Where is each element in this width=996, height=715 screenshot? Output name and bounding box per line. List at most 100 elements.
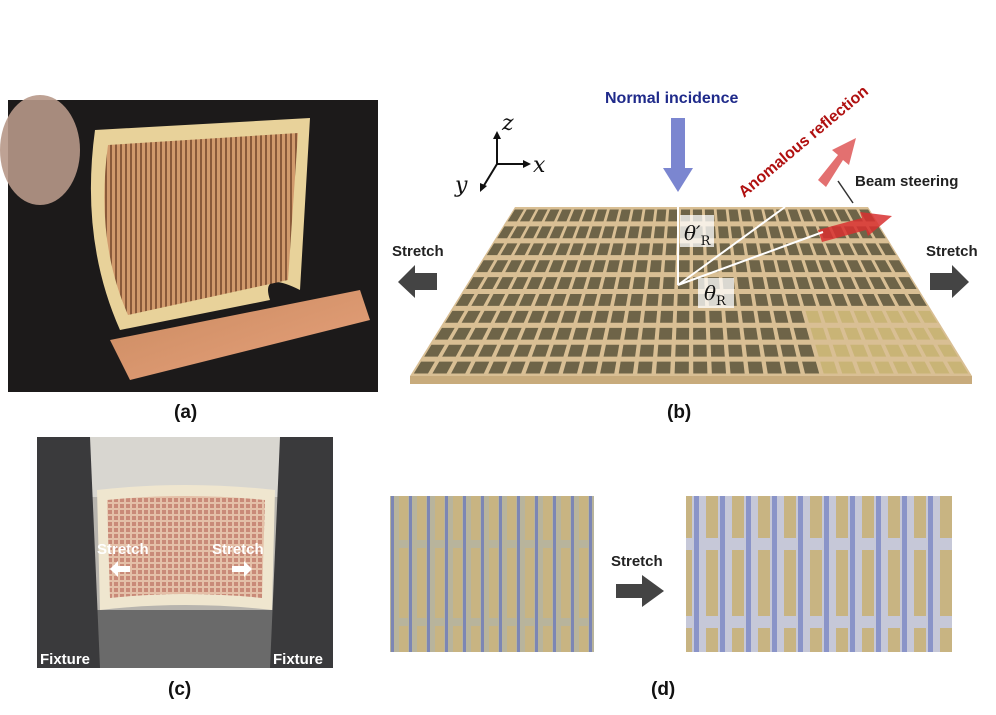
patch [627, 226, 640, 239]
panel-c-photo [37, 437, 333, 668]
normal-incidence-arrow [663, 118, 693, 192]
patch [810, 277, 826, 289]
patch [635, 260, 648, 273]
patch [486, 327, 505, 340]
patch [624, 243, 637, 256]
patch [534, 260, 551, 273]
patch [860, 260, 878, 273]
patch [639, 344, 655, 357]
patch [514, 243, 531, 256]
patch [838, 243, 855, 256]
stretched-micrograph [686, 496, 952, 652]
patch [846, 260, 863, 273]
patch [874, 260, 892, 273]
patch [536, 226, 552, 239]
patch [610, 243, 624, 256]
panel-b-diagram: θ′R θR [398, 118, 972, 384]
patch [745, 344, 761, 357]
patch [624, 327, 639, 340]
patch [643, 310, 658, 323]
patch [478, 310, 497, 323]
patch [653, 226, 665, 239]
patch [674, 361, 689, 374]
patch [766, 277, 781, 289]
patch [523, 226, 540, 239]
patch [910, 327, 931, 340]
patch [469, 361, 490, 374]
patch [832, 344, 851, 357]
patch [589, 327, 606, 340]
patch [432, 361, 454, 374]
patch [617, 277, 631, 289]
patch [569, 209, 584, 222]
patch [657, 344, 672, 357]
patch [760, 327, 776, 340]
patch [588, 226, 602, 239]
caption-a: (a) [174, 402, 197, 423]
patch [865, 243, 883, 256]
patch [780, 277, 796, 289]
patch [476, 260, 495, 273]
patch [776, 209, 789, 222]
metasurface-lines [104, 133, 299, 315]
patch [549, 226, 565, 239]
patch [643, 209, 655, 222]
patch [465, 277, 485, 289]
patch [666, 226, 678, 239]
stretch-right-label: Stretch [926, 243, 978, 260]
patch [787, 209, 802, 222]
patch [765, 361, 782, 374]
stretch-left-arrow [398, 265, 437, 298]
patch [610, 310, 626, 323]
patch [513, 344, 532, 357]
patch [776, 327, 793, 340]
patch [505, 260, 523, 273]
patch [740, 209, 752, 222]
patch [711, 361, 727, 374]
patch [856, 361, 876, 374]
patch [739, 294, 753, 306]
stretch-right-arrow [930, 265, 969, 298]
patch [710, 344, 725, 357]
normal-incidence-label: Normal incidence [605, 90, 738, 107]
patch [527, 243, 544, 256]
patch [793, 226, 808, 239]
patch [587, 277, 602, 289]
patch [541, 277, 558, 289]
patch [618, 209, 631, 222]
patch [820, 361, 838, 374]
patch [716, 209, 728, 222]
patch [729, 361, 745, 374]
patch [555, 243, 571, 256]
patch [500, 243, 518, 256]
patch [675, 327, 690, 340]
patch [709, 327, 724, 340]
patch [445, 310, 465, 323]
patch [614, 226, 628, 239]
patch [534, 294, 552, 306]
patch [651, 243, 664, 256]
patch [839, 277, 857, 289]
patch [743, 327, 758, 340]
patch [811, 209, 826, 222]
patch [693, 310, 706, 323]
patch [556, 277, 573, 289]
patch [821, 310, 839, 323]
patch [496, 277, 514, 289]
patch [461, 310, 481, 323]
patch [647, 277, 661, 289]
patch [602, 277, 617, 289]
patch [850, 344, 869, 357]
patch [660, 310, 674, 323]
patch [582, 294, 598, 306]
patch [506, 361, 526, 374]
patch [818, 260, 835, 273]
patch [451, 327, 472, 340]
patch [947, 361, 969, 374]
patch [571, 277, 587, 289]
theta-r-label: θR [704, 281, 727, 309]
patch [541, 243, 558, 256]
patch [785, 243, 800, 256]
patch [511, 277, 529, 289]
patch [827, 327, 845, 340]
